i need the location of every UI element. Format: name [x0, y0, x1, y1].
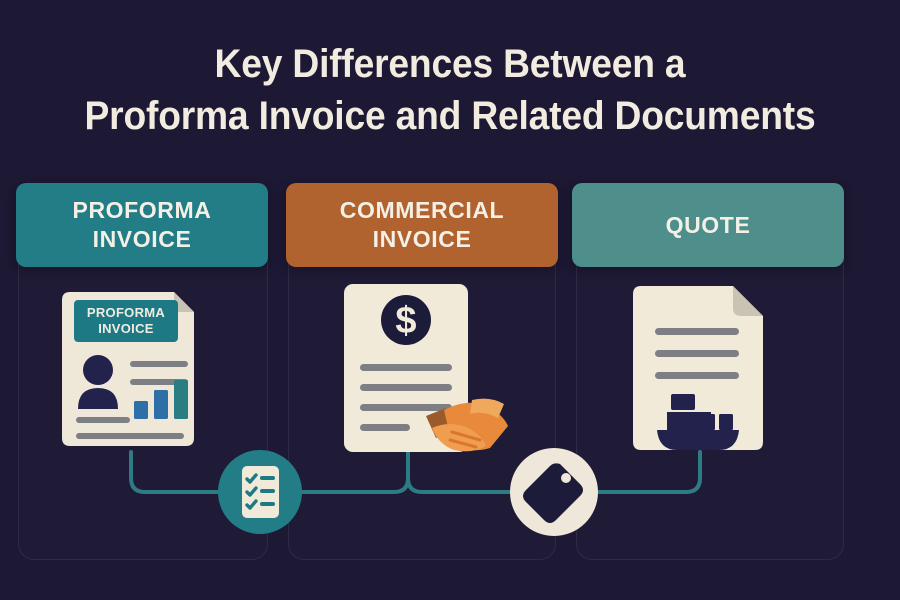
check-icon	[245, 499, 258, 510]
bar	[134, 401, 148, 419]
header-card-commercial-invoice[interactable]: COMMERCIAL INVOICE	[286, 183, 558, 267]
text-line	[655, 372, 739, 379]
bar-chart	[134, 380, 188, 419]
text-line	[76, 417, 130, 423]
header-card-label: QUOTE	[665, 211, 751, 238]
handshake-icon	[426, 398, 508, 452]
price-tag-icon	[523, 463, 583, 523]
check-icon	[245, 473, 258, 484]
avatar	[83, 355, 113, 385]
document-badge-label: PROFORMA INVOICE	[86, 305, 166, 336]
header-card-label: PROFORMA INVOICE	[72, 197, 212, 252]
text-line	[360, 384, 452, 391]
commercial-invoice-document[interactable]: $	[340, 280, 520, 456]
folded-corner-icon	[733, 286, 763, 316]
text-line	[360, 364, 452, 371]
quote-document[interactable]	[633, 282, 773, 454]
header-card-proforma-invoice[interactable]: PROFORMA INVOICE	[16, 183, 268, 267]
dollar-sign-icon: $	[395, 300, 416, 342]
checklist-node[interactable]	[216, 448, 304, 541]
header-card-quote[interactable]: QUOTE	[572, 183, 844, 267]
cargo-ship-icon	[657, 394, 739, 450]
bar	[174, 380, 188, 419]
text-line	[655, 328, 739, 335]
proforma-invoice-document[interactable]: PROFORMA INVOICE	[62, 284, 202, 454]
text-line	[360, 424, 410, 431]
text-line	[130, 379, 188, 385]
dollar-badge	[381, 295, 431, 345]
text-line	[655, 350, 739, 357]
price-tag-node[interactable]	[508, 446, 600, 543]
title-line-2: Proforma Invoice and Related Documents	[84, 94, 816, 138]
text-line	[360, 404, 452, 411]
folded-corner-icon	[174, 292, 194, 312]
title-line-1: Key Differences Between a	[214, 42, 686, 86]
header-card-label: COMMERCIAL INVOICE	[339, 197, 505, 252]
paper-body	[633, 286, 763, 450]
text-line	[76, 433, 184, 439]
bar	[154, 390, 168, 419]
document-badge	[74, 300, 178, 342]
avatar-body	[78, 388, 118, 409]
page-title: Key Differences Between a Proforma Invoi…	[32, 38, 869, 142]
text-line	[130, 361, 188, 367]
check-icon	[245, 486, 258, 497]
checklist-lines	[260, 476, 275, 506]
